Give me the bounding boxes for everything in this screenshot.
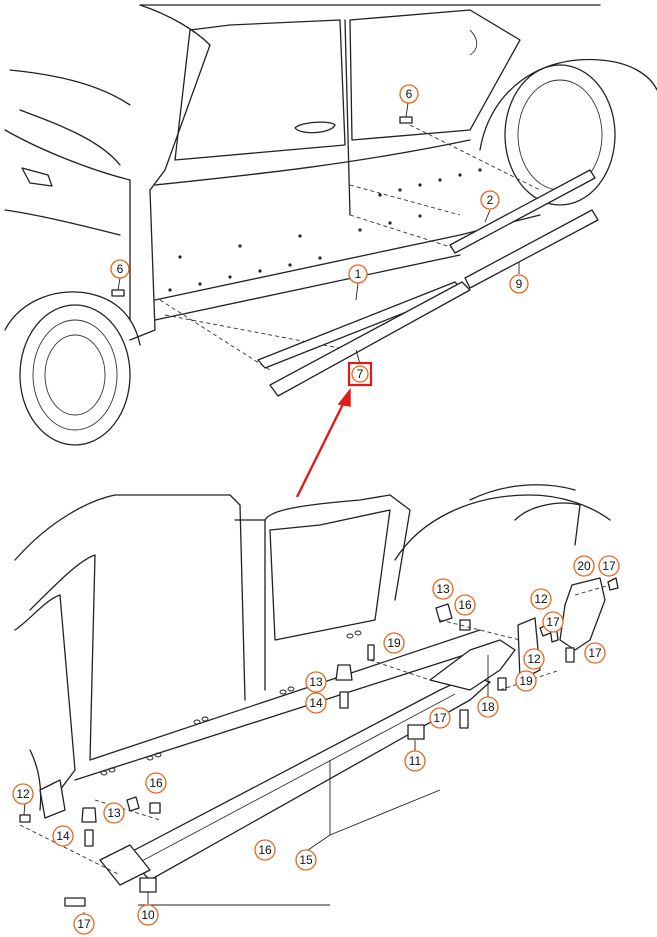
bottom-car-illustration: 20 17 13 16 12 19 17 12 17 13 14 19 18 1… xyxy=(12,484,620,935)
callout-6-rear: 6 xyxy=(399,84,419,104)
callout-7-highlighted: 7 xyxy=(347,361,373,387)
clip-13-top xyxy=(435,603,453,623)
callout-15: 15 xyxy=(295,849,317,871)
screw-14-front xyxy=(84,829,94,847)
svg-text:11: 11 xyxy=(409,754,422,768)
callout-20: 20 xyxy=(573,555,595,577)
svg-text:1: 1 xyxy=(355,267,362,281)
svg-text:12: 12 xyxy=(534,592,548,606)
trim-strip-2 xyxy=(449,169,596,254)
body-holes xyxy=(100,630,362,776)
callout-12-front: 12 xyxy=(12,783,34,805)
highlight-arrow xyxy=(295,387,351,498)
svg-text:12: 12 xyxy=(16,787,30,801)
callout-12-rear: 12 xyxy=(523,648,545,670)
callout-16-top: 16 xyxy=(454,594,476,616)
callout-19-mid: 19 xyxy=(383,632,405,654)
screw-17-top xyxy=(607,577,619,591)
screw-17-bottom xyxy=(459,709,469,729)
clip-13-mid xyxy=(335,664,353,681)
screw-6-front xyxy=(111,289,125,297)
clip-front xyxy=(126,796,140,812)
svg-text:19: 19 xyxy=(519,674,533,688)
svg-text:13: 13 xyxy=(436,582,450,596)
svg-text:6: 6 xyxy=(117,262,124,276)
svg-text:13: 13 xyxy=(107,806,121,820)
door-handle xyxy=(294,121,336,134)
svg-text:9: 9 xyxy=(516,277,523,291)
rear-bracket-20 xyxy=(559,577,606,651)
mirror-icon xyxy=(21,167,53,187)
svg-text:17: 17 xyxy=(588,646,602,660)
svg-text:16: 16 xyxy=(258,843,272,857)
screw-12-front xyxy=(19,814,31,823)
svg-text:16: 16 xyxy=(458,598,472,612)
highlight-box xyxy=(347,361,373,387)
svg-text:20: 20 xyxy=(577,559,591,573)
callout-9: 9 xyxy=(509,274,529,294)
callout-16-front: 16 xyxy=(145,772,167,794)
trim-strip-1 xyxy=(257,281,463,369)
callout-13-mid: 13 xyxy=(305,671,327,693)
callout-17-front: 17 xyxy=(73,913,95,935)
clip-19-mid xyxy=(367,644,375,661)
mounting-holes xyxy=(168,168,482,292)
callout-17-top: 17 xyxy=(598,555,620,577)
svg-text:17: 17 xyxy=(433,711,447,725)
nut-16-front xyxy=(149,802,161,814)
svg-text:17: 17 xyxy=(546,615,560,629)
callout-14-mid: 14 xyxy=(305,692,327,714)
svg-text:2: 2 xyxy=(487,193,494,207)
pad-11 xyxy=(407,724,425,740)
clip-13-front xyxy=(81,807,97,823)
svg-text:14: 14 xyxy=(56,829,70,843)
svg-text:14: 14 xyxy=(309,696,323,710)
callout-12-rear-top: 12 xyxy=(530,588,552,610)
top-car-illustration: 6 2 6 1 9 7 xyxy=(4,4,657,446)
nut-16-top xyxy=(459,619,471,631)
svg-text:15: 15 xyxy=(299,853,313,867)
svg-text:17: 17 xyxy=(602,559,616,573)
screw-14-mid xyxy=(339,691,349,709)
svg-text:10: 10 xyxy=(141,908,155,922)
callout-2: 2 xyxy=(480,190,500,210)
svg-text:16: 16 xyxy=(149,776,163,790)
svg-text:19: 19 xyxy=(387,636,401,650)
svg-text:18: 18 xyxy=(481,700,495,714)
svg-text:13: 13 xyxy=(309,675,323,689)
callout-6-front: 6 xyxy=(110,259,130,279)
pad-10 xyxy=(139,877,157,893)
callout-14-front: 14 xyxy=(52,825,74,847)
clips xyxy=(19,577,619,907)
callout-16-panel: 16 xyxy=(254,839,276,861)
callout-1: 1 xyxy=(348,264,368,284)
front-bracket xyxy=(99,844,151,886)
sill-end-cap xyxy=(429,639,516,691)
svg-text:7: 7 xyxy=(357,367,364,381)
callout-13-front: 13 xyxy=(103,802,125,824)
callout-10: 10 xyxy=(137,904,159,926)
screw-17-front xyxy=(64,897,86,907)
moulding-9 xyxy=(464,209,599,289)
svg-text:6: 6 xyxy=(406,87,413,101)
callout-18: 18 xyxy=(477,696,499,718)
callout-13-top: 13 xyxy=(432,578,454,600)
svg-text:17: 17 xyxy=(77,917,91,931)
callout-11: 11 xyxy=(404,750,426,772)
callout-17-right: 17 xyxy=(584,642,606,664)
svg-text:12: 12 xyxy=(527,652,541,666)
callout-17-rear: 17 xyxy=(542,611,564,633)
callout-19-rear: 19 xyxy=(515,670,537,692)
front-mount xyxy=(39,779,66,819)
screw-17-right xyxy=(565,647,575,663)
clip-19-rear xyxy=(497,677,507,691)
screw-6-rear xyxy=(399,116,413,124)
moulding-7 xyxy=(269,281,471,397)
callout-17-bottom: 17 xyxy=(429,707,451,729)
